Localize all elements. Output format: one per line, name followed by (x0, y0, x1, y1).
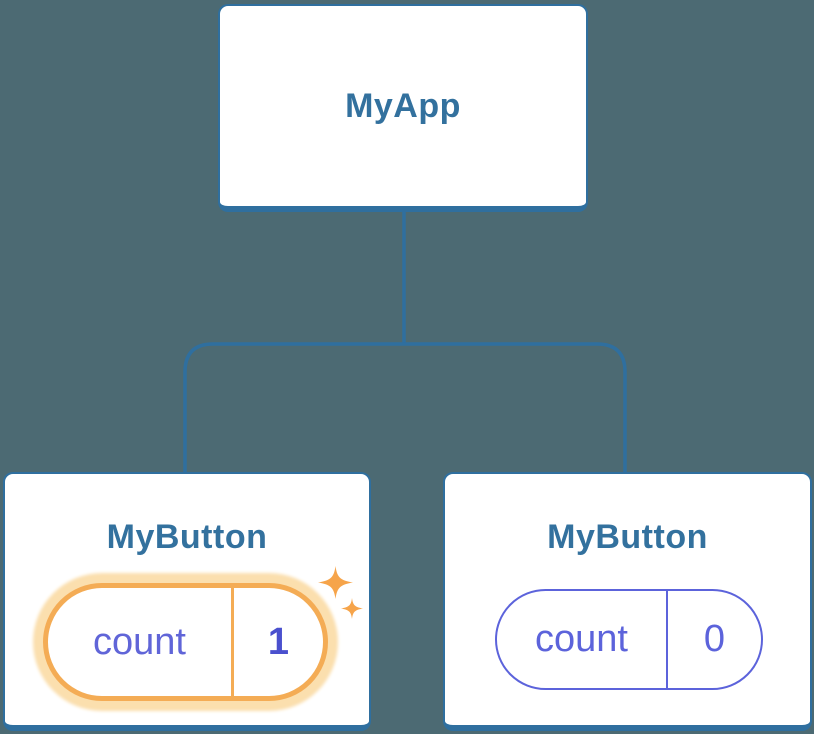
component-node-myapp: MyApp (218, 4, 588, 212)
sparkle-small-icon (341, 598, 363, 619)
component-label: MyButton (547, 518, 708, 556)
component-node-mybutton-1: MyButton count 1 (3, 472, 371, 731)
component-label: MyButton (106, 518, 268, 556)
state-key: count (93, 620, 186, 663)
component-node-mybutton-2: MyButton count 0 (443, 472, 812, 731)
state-value: 0 (666, 591, 761, 688)
state-pill: count 0 (495, 589, 763, 690)
sparkle-large-icon (318, 566, 353, 599)
state-value: 1 (231, 588, 323, 696)
component-label: MyApp (345, 86, 461, 125)
state-key: count (535, 618, 628, 660)
state-pill-highlighted: count 1 (43, 583, 328, 701)
state-update-sparkles (308, 556, 372, 631)
